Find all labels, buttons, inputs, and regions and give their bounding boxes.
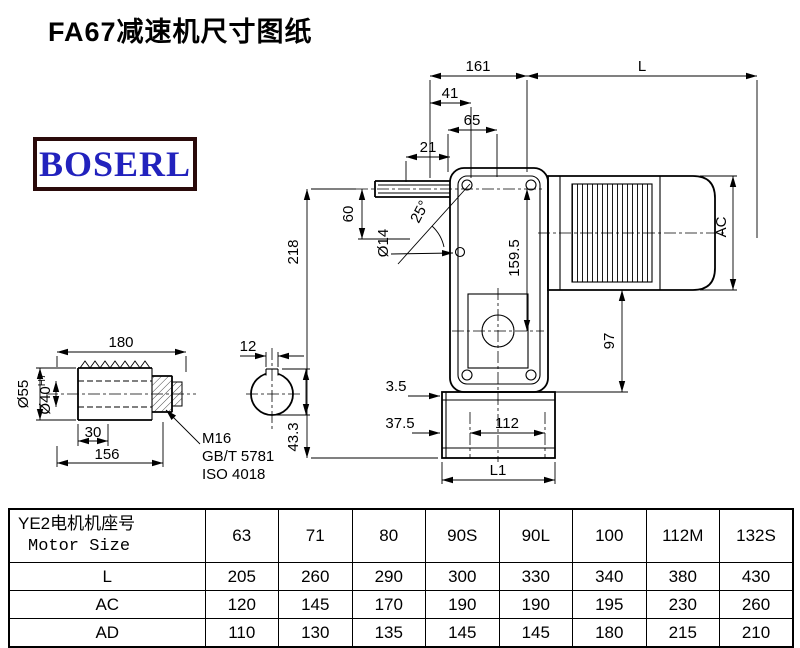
dim-65-label: 65: [464, 112, 481, 129]
dim-161-label: 161: [465, 58, 490, 75]
table-cell: 230: [645, 590, 720, 619]
table-cell: 135: [351, 618, 426, 648]
row-label-AC: AC: [8, 590, 206, 619]
dim-3-5-label: 3.5: [386, 378, 407, 395]
size-63: 63: [204, 508, 279, 563]
table-cell: 130: [278, 618, 353, 648]
table-cell: 145: [278, 590, 353, 619]
page-title: FA67减速机尺寸图纸: [48, 17, 313, 47]
table-cell: 120: [204, 590, 279, 619]
size-112M: 112M: [645, 508, 720, 563]
table-cell: 205: [204, 562, 279, 591]
bolt-spec-gb: GB/T 5781: [202, 448, 274, 465]
dim-L-label: L: [638, 58, 646, 75]
bolt-spec-iso: ISO 4018: [202, 466, 265, 483]
key-section-view: 12 43.3: [240, 338, 310, 452]
size-100: 100: [572, 508, 647, 563]
motor-dimension-table: YE2电机机座号 Motor Size 63 71 80 90S 90L 100…: [8, 508, 794, 648]
dim-dia40-base: Ø40: [37, 386, 54, 414]
shaft-detail-view: 180 Ø55 Ø40H7 30 156 M16 GB/T 5781 ISO 4…: [15, 334, 274, 483]
technical-drawing: 161 L 41 65 21 60 Ø14 218 25° AC 159.5 9…: [15, 58, 758, 484]
table-cell: 215: [645, 618, 720, 648]
dim-dia40-sup: H7: [37, 373, 48, 386]
dim-218-label: 218: [285, 239, 302, 264]
table-cell: 110: [204, 618, 279, 648]
table-cell: 170: [351, 590, 426, 619]
motor-body: [538, 175, 726, 291]
size-71: 71: [278, 508, 353, 563]
dim-L1-label: L1: [490, 462, 507, 479]
table-row-AC: AC 120 145 170 190 190 195 230 260: [8, 590, 794, 619]
row-label-L: L: [8, 562, 206, 591]
size-90S: 90S: [425, 508, 500, 563]
table-cell: 290: [351, 562, 426, 591]
output-shaft: [356, 180, 545, 198]
table-cell: 430: [719, 562, 794, 591]
size-132S: 132S: [719, 508, 794, 563]
dim-97-label: 97: [601, 333, 618, 350]
table-cell: 380: [645, 562, 720, 591]
table-cell: 145: [425, 618, 500, 648]
table-header-row: YE2电机机座号 Motor Size 63 71 80 90S 90L 100…: [8, 508, 794, 563]
table-cell: 260: [278, 562, 353, 591]
dim-dia40h7-label: Ø40H7: [37, 373, 54, 415]
table-cell: 180: [572, 618, 647, 648]
brand-logo: BOSERL: [33, 137, 197, 191]
dim-dia55-label: Ø55: [15, 380, 32, 408]
table-row-AD: AD 110 130 135 145 145 180 215 210: [8, 618, 794, 648]
table-cell: 340: [572, 562, 647, 591]
dim-25deg-label: 25°: [407, 198, 433, 226]
dim-60-label: 60: [340, 206, 357, 223]
header-line2: Motor Size: [28, 537, 131, 556]
bolt-spec-m16: M16: [202, 430, 231, 447]
dim-41-label: 41: [442, 85, 459, 102]
dim-21-label: 21: [420, 139, 437, 156]
size-80: 80: [351, 508, 426, 563]
dim-30-label: 30: [85, 424, 102, 441]
table-cell: 145: [498, 618, 573, 648]
dim-112-label: 112: [495, 415, 519, 432]
table-row-L: L 205 260 290 300 330 340 380 430: [8, 562, 794, 591]
motor-size-header-cell: YE2电机机座号 Motor Size: [8, 508, 206, 563]
row-label-AD: AD: [8, 618, 206, 648]
header-line1: YE2电机机座号: [18, 514, 136, 534]
dim-37-5-label: 37.5: [385, 415, 414, 432]
dim-AC-label: AC: [713, 216, 730, 237]
table-cell: 210: [719, 618, 794, 648]
dim-159-5-label: 159.5: [506, 239, 523, 277]
table-cell: 190: [498, 590, 573, 619]
brand-logo-text: BOSERL: [38, 144, 192, 184]
mounting-foot: [441, 391, 556, 459]
main-view-dimensions: 161 L 41 65 21 60 Ø14 218 25° AC 159.5 9…: [285, 58, 758, 484]
size-90L: 90L: [498, 508, 573, 563]
table-cell: 190: [425, 590, 500, 619]
dim-12-label: 12: [240, 338, 257, 355]
table-cell: 300: [425, 562, 500, 591]
table-cell: 330: [498, 562, 573, 591]
table-cell: 260: [719, 590, 794, 619]
dim-dia14-label: Ø14: [375, 229, 392, 257]
dim-156-label: 156: [94, 446, 119, 463]
dim-43-3-label: 43.3: [285, 422, 302, 451]
dim-180-label: 180: [108, 334, 133, 351]
table-cell: 195: [572, 590, 647, 619]
